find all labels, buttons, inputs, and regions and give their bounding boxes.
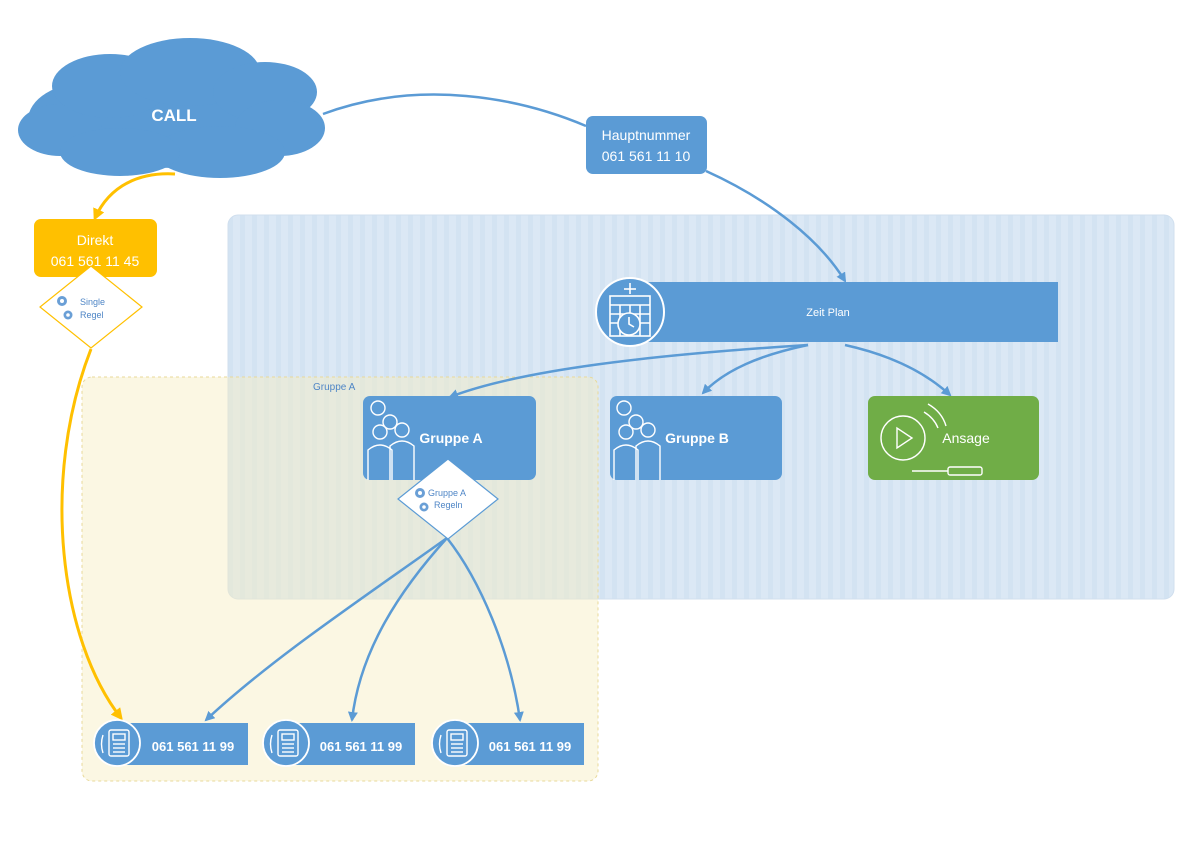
- phone-number: 061 561 11 99: [320, 739, 402, 754]
- gruppe-b-label: Gruppe B: [665, 430, 729, 446]
- hauptnummer-number: 061 561 11 10: [602, 148, 691, 164]
- single-regel-line1: Single: [80, 297, 105, 307]
- phone-number: 061 561 11 99: [489, 739, 571, 754]
- people-group-icon: [613, 400, 661, 480]
- connector-regeln-to-phone-2: [347, 537, 448, 722]
- desk-phone-icon: [438, 729, 468, 757]
- phone-number: 061 561 11 99: [152, 739, 234, 754]
- phone-node[interactable]: 061 561 11 99: [262, 719, 415, 767]
- desk-phone-icon: [100, 729, 130, 757]
- phone-node[interactable]: 061 561 11 99: [93, 719, 248, 767]
- gruppe-a-zone-label: Gruppe A: [313, 382, 356, 393]
- connector-zeitplan-to-gruppe-a: [448, 343, 809, 399]
- play-sound-icon: [880, 403, 983, 476]
- single-regel-node[interactable]: Single Regel: [39, 265, 143, 349]
- direkt-node[interactable]: Direkt 061 561 11 45: [34, 219, 157, 277]
- connector-call-to-hauptnummer: [322, 93, 587, 128]
- phone-node[interactable]: 061 561 11 99: [431, 719, 584, 767]
- connector-hauptnummer-to-zeitplan: [705, 169, 847, 283]
- direkt-title: Direkt: [77, 232, 114, 248]
- single-regel-line2: Regel: [80, 310, 104, 320]
- desk-phone-icon: [269, 729, 299, 757]
- connector-zeitplan-to-ansage: [844, 343, 952, 397]
- connector-single-regel-to-phone-1: [60, 348, 123, 721]
- calendar-clock-icon: [609, 283, 651, 337]
- call-cloud: CALL: [18, 38, 325, 178]
- people-group-icon: [367, 400, 415, 480]
- gruppe-a-regeln-node[interactable]: Gruppe A Regeln: [397, 458, 499, 540]
- hauptnummer-title: Hauptnummer: [602, 127, 691, 143]
- zeitplan-node[interactable]: Zeit Plan: [595, 277, 1058, 347]
- gruppe-a-regeln-line2: Regeln: [434, 500, 463, 510]
- connector-call-to-direkt: [93, 172, 176, 221]
- connector-zeitplan-to-gruppe-b: [701, 343, 809, 395]
- gear-icon: [415, 488, 429, 512]
- direkt-number: 061 561 11 45: [51, 253, 140, 269]
- gruppe-a-label: Gruppe A: [419, 430, 482, 446]
- zeitplan-label: Zeit Plan: [806, 307, 849, 319]
- gruppe-b-node[interactable]: Gruppe B: [610, 396, 782, 480]
- ansage-label: Ansage: [942, 430, 990, 446]
- gear-icon: [57, 296, 73, 320]
- hauptnummer-node[interactable]: Hauptnummer 061 561 11 10: [586, 116, 707, 174]
- gruppe-a-regeln-line1: Gruppe A: [428, 488, 466, 498]
- connector-regeln-to-phone-1: [204, 536, 448, 722]
- connector-regeln-to-phone-3: [446, 537, 524, 722]
- ansage-node[interactable]: Ansage: [868, 396, 1039, 480]
- call-label: CALL: [151, 106, 196, 125]
- gruppe-a-node[interactable]: Gruppe A: [363, 396, 536, 480]
